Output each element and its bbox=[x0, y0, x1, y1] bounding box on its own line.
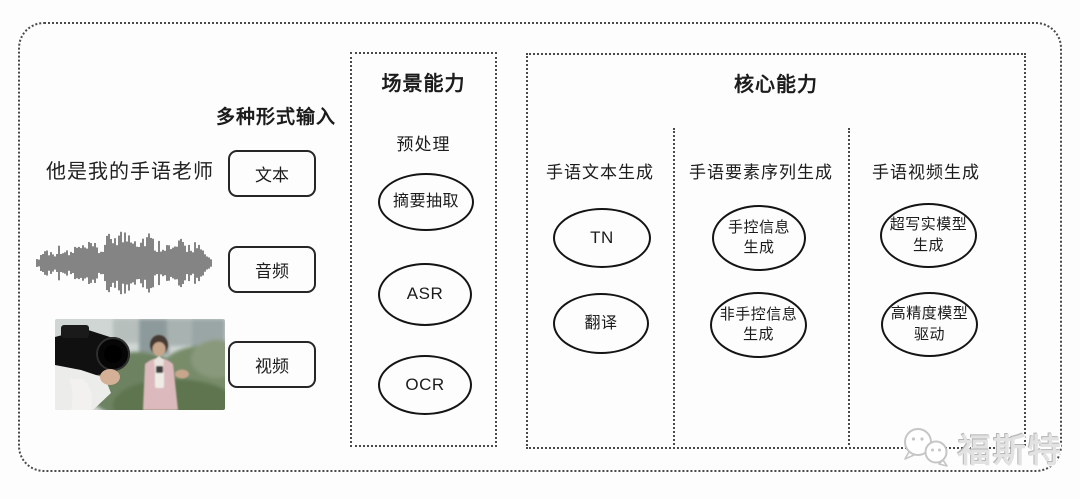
node-tn: TN bbox=[553, 208, 651, 268]
column-header-video-generation: 手语视频生成 bbox=[872, 163, 980, 182]
input-mode-audio: 音频 bbox=[228, 246, 316, 293]
column-header-element-sequence-generation: 手语要素序列生成 bbox=[689, 163, 833, 182]
input-mode-audio-label: 音频 bbox=[255, 262, 289, 281]
node-manual-info-generation: 手控信息 生成 bbox=[712, 205, 806, 271]
audio-waveform-icon bbox=[36, 231, 212, 295]
column-divider-1 bbox=[673, 128, 675, 445]
input-mode-video-label: 视频 bbox=[255, 357, 289, 376]
chat-bubbles-logo-icon bbox=[904, 428, 948, 467]
node-high-precision-model-driving: 高精度模型 驱动 bbox=[881, 292, 978, 357]
node-hyperrealistic-model-generation: 超写实模型 生成 bbox=[880, 203, 977, 268]
input-mode-text: 文本 bbox=[228, 150, 316, 197]
camera-reporter-photo bbox=[55, 319, 225, 410]
watermark-brand-text: 福斯特 bbox=[958, 432, 1063, 469]
node-translation: 翻译 bbox=[553, 293, 649, 354]
outer-dotted-border bbox=[18, 22, 1062, 472]
node-ocr: OCR bbox=[378, 355, 472, 415]
core-capability-title: 核心能力 bbox=[734, 74, 818, 96]
input-section-title: 多种形式输入 bbox=[216, 107, 337, 128]
node-nonmanual-info-generation: 非手控信息 生成 bbox=[710, 292, 807, 358]
node-asr: ASR bbox=[378, 263, 472, 326]
watermark: 福斯特 bbox=[898, 424, 1063, 472]
text-input-example: 他是我的手语老师 bbox=[46, 161, 214, 183]
preprocess-label: 预处理 bbox=[396, 135, 451, 154]
node-summary-extraction: 摘要抽取 bbox=[378, 173, 474, 231]
input-mode-video: 视频 bbox=[228, 341, 316, 388]
scene-capability-title: 场景能力 bbox=[381, 73, 466, 95]
column-header-text-generation: 手语文本生成 bbox=[546, 163, 654, 182]
video-input-photo bbox=[55, 319, 225, 410]
input-mode-text-label: 文本 bbox=[255, 166, 289, 185]
core-capability-box: 核心能力 bbox=[526, 53, 1026, 449]
column-divider-2 bbox=[848, 128, 850, 445]
scene-capability-box: 场景能力 预处理 bbox=[350, 52, 497, 447]
